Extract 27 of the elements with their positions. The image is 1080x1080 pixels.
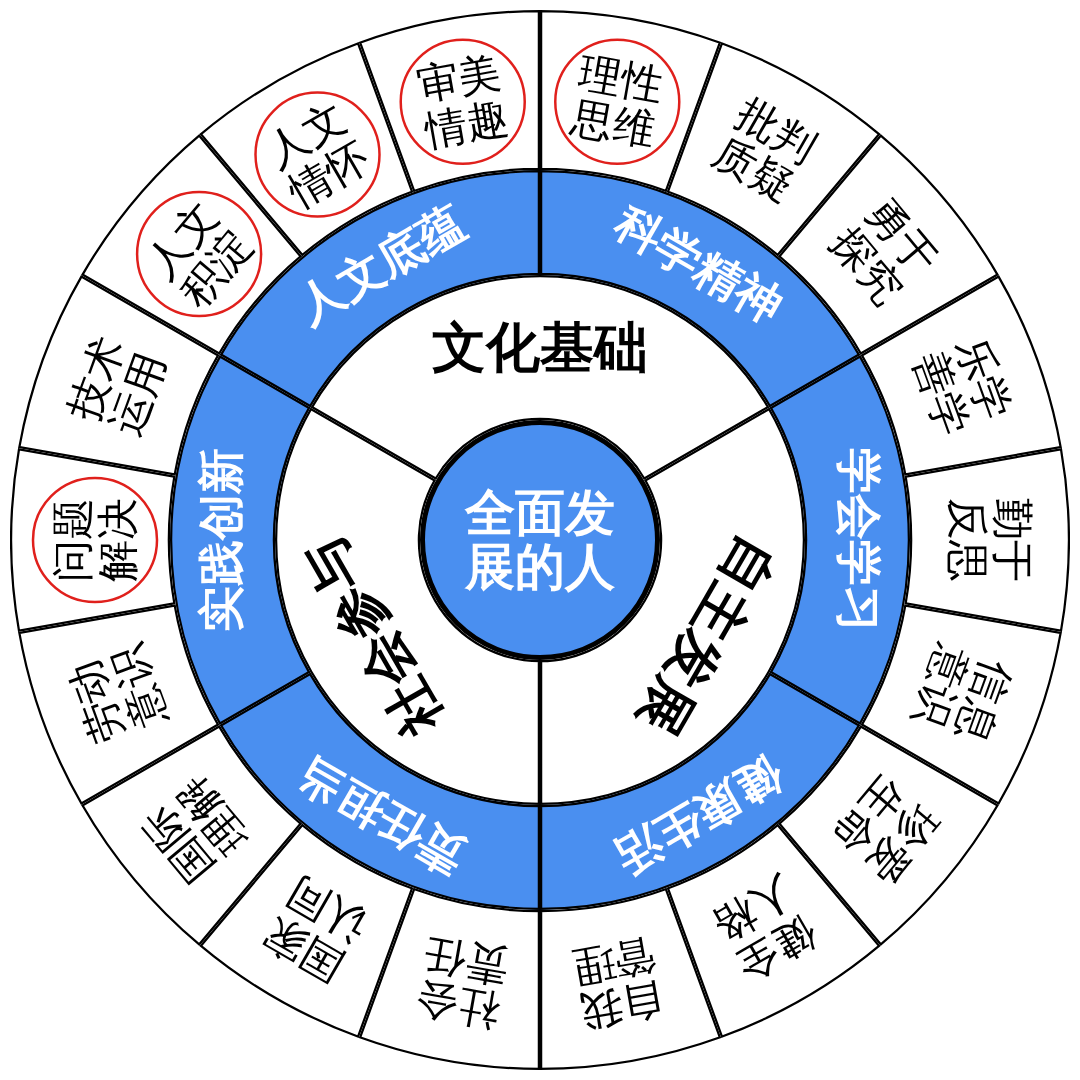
segment-label: 人文积淀: [137, 192, 261, 316]
segment-label: 自主发展: [627, 527, 786, 745]
segment-label: 学会学习: [833, 448, 883, 632]
circled-label: [399, 38, 526, 165]
segment-label: 信息意识: [905, 638, 1020, 749]
segment-label: 批判质疑: [705, 90, 825, 211]
segment-label: 社会责任: [412, 931, 512, 1036]
segment-label: 自我管理: [568, 931, 668, 1036]
segment-label: 全面发展的人: [465, 486, 615, 594]
segment-label: 珍爱生命: [823, 767, 947, 891]
circled-label: [554, 38, 681, 165]
segment-label: 技术运用: [60, 331, 175, 442]
segment-label: 问题解决: [49, 498, 141, 582]
segment-label: 勤于反思: [944, 498, 1036, 582]
segment-label: 勇于探究: [823, 189, 947, 313]
segment-label: 健全人格: [705, 869, 825, 990]
segment-label: 国际理解: [133, 767, 257, 891]
segment-label: 国家认同: [255, 869, 375, 990]
segment-label: 实践创新: [197, 448, 247, 632]
segment-label: 文化基础: [432, 318, 648, 378]
segment-label: 乐学善学: [905, 331, 1020, 442]
segment-label: 审美情趣: [413, 49, 512, 154]
segment-label: 人文情怀: [258, 94, 377, 215]
segment-label: 社会参与: [294, 527, 453, 745]
segment-label: 劳动意识: [60, 638, 175, 749]
segment-label: 理性思维: [568, 49, 667, 154]
circled-label: [31, 476, 159, 604]
